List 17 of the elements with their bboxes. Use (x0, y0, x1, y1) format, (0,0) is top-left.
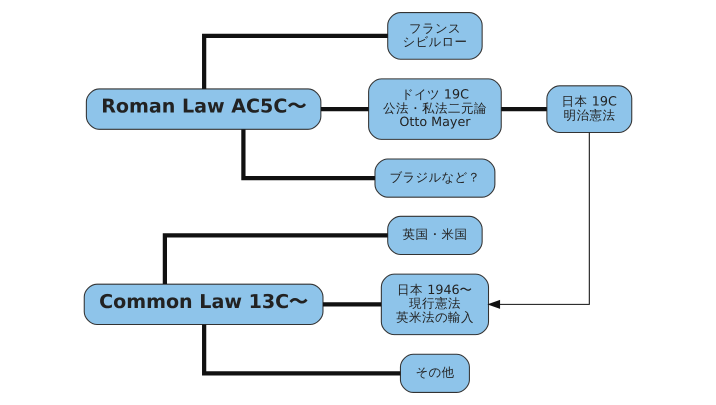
connector (323, 302, 382, 306)
connector (202, 34, 388, 89)
node-box: Roman Law AC5C〜 (86, 88, 322, 130)
node-box: フランス シビルロー (387, 12, 483, 60)
node-box: 日本 19C 明治憲法 (546, 85, 632, 133)
node-box: Common Law 13C〜 (84, 284, 324, 326)
node-box: その他 (400, 354, 470, 393)
connector (241, 129, 375, 180)
node-box: ブラジルなど？ (374, 158, 496, 198)
arrow (487, 132, 590, 309)
node-box: ドイツ 19C 公法・私法二元論 Otto Mayer (368, 78, 502, 140)
node-box: 日本 1946〜 現行憲法 英米法の輸入 (380, 274, 490, 336)
connector (202, 324, 400, 376)
connector (501, 107, 547, 112)
connector (162, 233, 388, 284)
connector (320, 107, 369, 112)
node-box: 英国・米国 (387, 216, 483, 256)
